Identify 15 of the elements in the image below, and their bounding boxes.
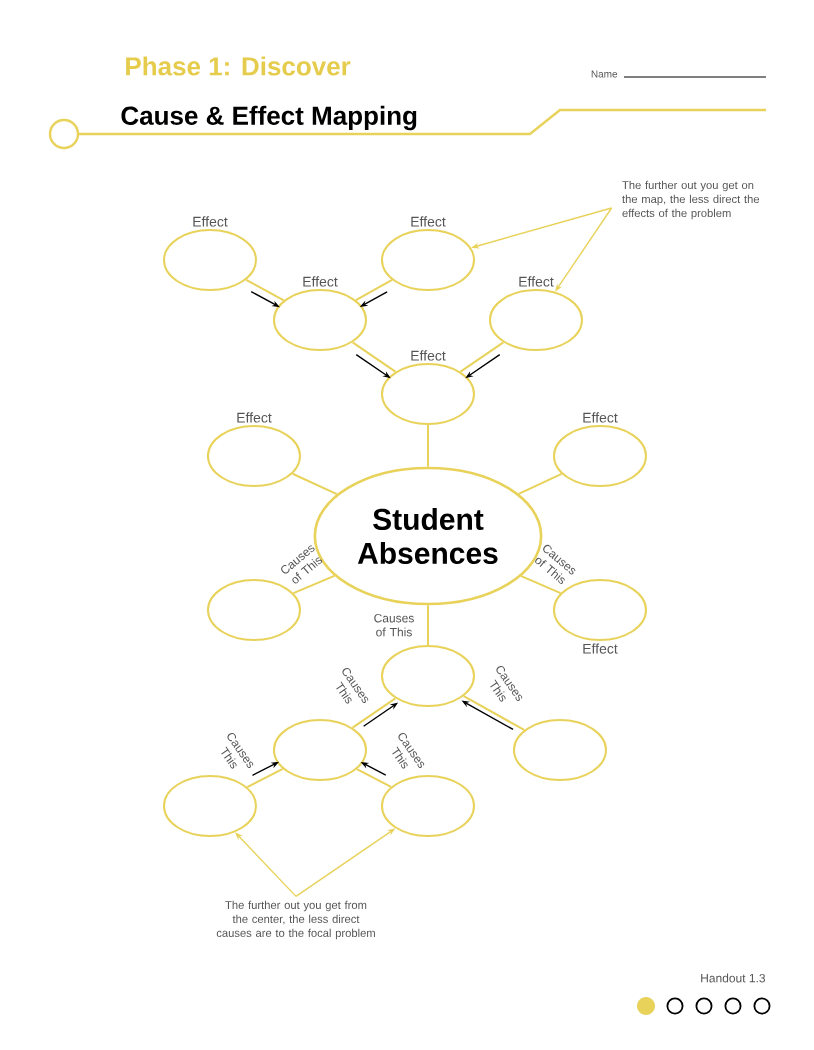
ellipse bbox=[381, 645, 475, 707]
heading: Phase 1: Discover bbox=[126, 56, 351, 76]
title: Cause & Effect Mapping bbox=[121, 105, 417, 131]
connector bbox=[291, 472, 338, 496]
connector bbox=[292, 574, 336, 595]
connector bbox=[246, 761, 284, 789]
ellipse bbox=[273, 719, 367, 781]
leader-line bbox=[235, 832, 297, 898]
connector bbox=[517, 472, 563, 495]
ellipse bbox=[163, 775, 257, 837]
connector bbox=[427, 604, 429, 646]
connector bbox=[520, 575, 562, 595]
connector bbox=[427, 424, 429, 468]
ellipse bbox=[381, 775, 475, 837]
ellipse bbox=[513, 719, 607, 781]
